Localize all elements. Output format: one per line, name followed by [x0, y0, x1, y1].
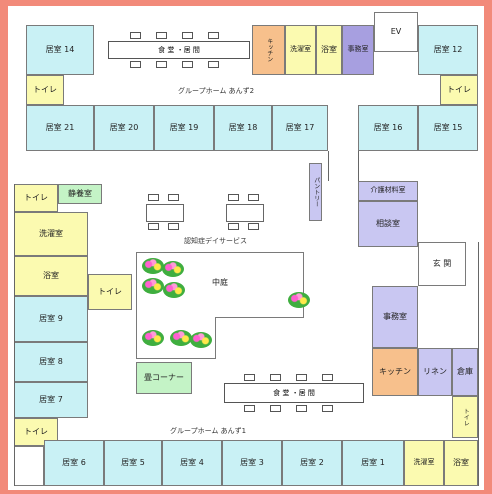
office-top: 事務室 — [342, 25, 374, 75]
chair — [182, 61, 193, 68]
bath-w: 浴室 — [14, 256, 88, 296]
room-3: 居室 3 — [222, 440, 282, 486]
label-group-home-2: グループホーム あんず2 — [178, 87, 255, 95]
toilet-e: トイレ — [452, 396, 478, 438]
chair — [156, 32, 167, 39]
toilet-nw: トイレ — [26, 75, 64, 105]
chair — [296, 374, 307, 381]
dining-table-top: 食 堂 ・居 間 — [108, 41, 250, 59]
consult-room: 相談室 — [358, 201, 418, 247]
room-21: 居室 21 — [26, 105, 94, 151]
flower-bed — [142, 330, 164, 346]
linen: リネン — [418, 348, 452, 396]
day-table — [226, 204, 264, 222]
chair — [208, 61, 219, 68]
room-9: 居室 9 — [14, 296, 88, 342]
flower-bed — [142, 258, 164, 274]
label-group-home-1: グループホーム あんず1 — [170, 427, 247, 435]
bath-top: 浴室 — [316, 25, 342, 75]
floor-plan: 居室 14 トイレ 食 堂 ・居 間 キッチン 洗濯室 浴室 事務室 EV 居室… — [8, 6, 484, 490]
room-6: 居室 6 — [44, 440, 104, 486]
laundry-top: 洗濯室 — [285, 25, 316, 75]
quiet-room: 静養室 — [58, 184, 102, 204]
corridor-wall — [328, 151, 329, 181]
care-materials: 介護材料室 — [358, 181, 418, 201]
toilet-ne: トイレ — [440, 75, 478, 105]
flower-bed — [142, 278, 164, 294]
elevator: EV — [374, 12, 418, 52]
chair — [296, 405, 307, 412]
chair — [322, 374, 333, 381]
chair — [248, 194, 259, 201]
chair — [228, 223, 239, 230]
flower-bed — [190, 332, 212, 348]
room-20: 居室 20 — [94, 105, 154, 151]
chair — [228, 194, 239, 201]
office-e: 事務室 — [372, 286, 418, 348]
tatami-corner: 畳コーナー — [136, 362, 192, 394]
laundry-s: 洗濯室 — [404, 440, 444, 486]
flower-bed — [162, 261, 184, 277]
chair — [270, 405, 281, 412]
room-8: 居室 8 — [14, 342, 88, 382]
room-7: 居室 7 — [14, 382, 88, 418]
chair — [156, 61, 167, 68]
chair — [270, 374, 281, 381]
flower-bed — [163, 282, 185, 298]
kitchen-e: キッチン — [372, 348, 418, 396]
chair — [248, 223, 259, 230]
chair — [168, 194, 179, 201]
toilet-w2: トイレ — [88, 274, 132, 310]
room-1: 居室 1 — [342, 440, 404, 486]
bath-s: 浴室 — [444, 440, 478, 486]
room-5: 居室 5 — [104, 440, 162, 486]
chair — [148, 194, 159, 201]
chair — [130, 32, 141, 39]
chair — [244, 405, 255, 412]
outer-wall — [478, 242, 479, 486]
toilet-w3: トイレ — [14, 418, 58, 446]
flower-bed — [170, 330, 192, 346]
flower-bed — [288, 292, 310, 308]
laundry-w: 洗濯室 — [14, 212, 88, 256]
bottom-spacer — [14, 446, 44, 486]
day-table — [146, 204, 184, 222]
room-4: 居室 4 — [162, 440, 222, 486]
chair — [322, 405, 333, 412]
room-16: 居室 16 — [358, 105, 418, 151]
room-14: 居室 14 — [26, 25, 94, 75]
entrance: 玄 関 — [418, 242, 466, 286]
label-day-service: 認知症デイサービス — [184, 237, 247, 245]
room-19: 居室 19 — [154, 105, 214, 151]
chair — [130, 61, 141, 68]
pantry: パントリー — [309, 163, 322, 221]
storage: 倉庫 — [452, 348, 478, 396]
chair — [148, 223, 159, 230]
chair — [208, 32, 219, 39]
chair — [182, 32, 193, 39]
room-17: 居室 17 — [272, 105, 328, 151]
kitchen-top: キッチン — [252, 25, 285, 75]
room-2: 居室 2 — [282, 440, 342, 486]
room-18: 居室 18 — [214, 105, 272, 151]
chair — [168, 223, 179, 230]
outer-wall — [14, 184, 15, 486]
toilet-w1: トイレ — [14, 184, 58, 212]
room-12: 居室 12 — [418, 25, 478, 75]
room-15: 居室 15 — [418, 105, 478, 151]
corridor-wall — [358, 151, 359, 181]
chair — [244, 374, 255, 381]
dining-table-bottom: 食 堂 ・居 間 — [224, 383, 364, 403]
